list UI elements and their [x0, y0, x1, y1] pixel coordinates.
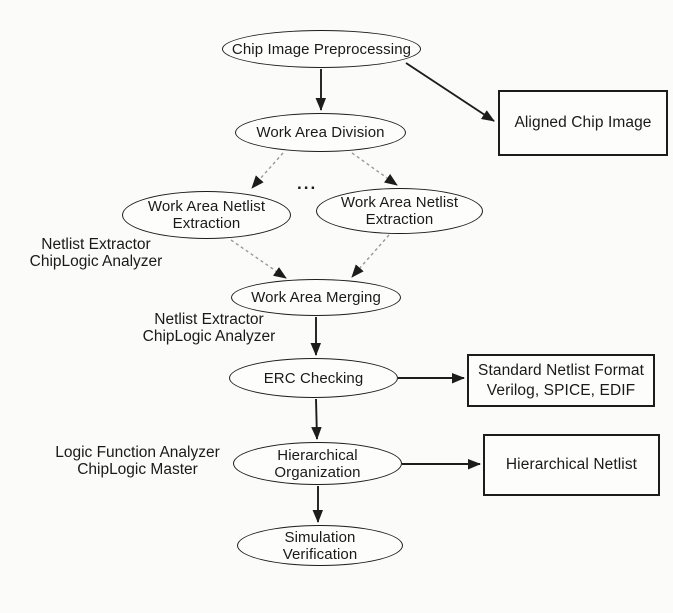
- node-label: Chip Image Preprocessing: [231, 40, 412, 58]
- annotation-logic-function-analyzer: Logic Function Analyzer ChipLogic Master: [45, 444, 230, 478]
- node-label: Aligned Chip Image: [514, 114, 652, 131]
- ellipsis-label: ...: [297, 174, 318, 193]
- node-work-area-netlist-extraction-2: Work Area Netlist Extraction: [316, 188, 483, 234]
- node-label: Hierarchical Netlist: [505, 456, 638, 473]
- annotation-line1: Logic Function Analyzer: [55, 444, 220, 461]
- arrow-preprocessing-to-aligned-image: [405, 62, 495, 122]
- arrow-extraction-1-to-merging: [230, 239, 287, 279]
- node-hierarchical-netlist: Hierarchical Netlist: [483, 434, 660, 496]
- node-hierarchical-organization: Hierarchical Organization: [233, 442, 402, 485]
- annotation-netlist-extractor-2: Netlist Extractor ChipLogic Analyzer: [120, 311, 298, 345]
- node-label-line2: Extraction: [172, 215, 241, 232]
- node-erc-checking: ERC Checking: [229, 358, 398, 398]
- annotation-line1: Netlist Extractor: [41, 236, 151, 253]
- node-work-area-netlist-extraction-1: Work Area Netlist Extraction: [122, 191, 291, 239]
- node-label-line2: Verilog, SPICE, EDIF: [486, 381, 636, 399]
- node-label: Work Area Division: [256, 124, 385, 141]
- node-standard-netlist-format: Standard Netlist Format Verilog, SPICE, …: [467, 354, 655, 407]
- node-label-line1: Simulation: [284, 528, 356, 546]
- annotation-line2: ChipLogic Master: [77, 460, 198, 478]
- annotation-line2: ChipLogic Analyzer: [29, 252, 163, 270]
- node-label-line2: Verification: [282, 545, 358, 563]
- arrow-division-to-extraction-1: [251, 152, 284, 189]
- node-label-line1: Hierarchical: [277, 446, 358, 464]
- node-label: ERC Checking: [263, 369, 364, 387]
- node-label: Work Area Merging: [251, 289, 381, 306]
- node-chip-image-preprocessing: Chip Image Preprocessing: [222, 30, 421, 68]
- node-label-line2: Organization: [274, 463, 361, 481]
- annotation-netlist-extractor-1: Netlist Extractor ChipLogic Analyzer: [10, 236, 182, 270]
- arrow-division-to-extraction-2: [351, 152, 398, 186]
- node-label-line2: Extraction: [365, 211, 434, 228]
- node-simulation-verification: Simulation Verification: [237, 525, 403, 566]
- node-aligned-chip-image: Aligned Chip Image: [498, 90, 668, 156]
- arrow-erc-to-hierarchical-org: [311, 398, 322, 440]
- annotation-line2: ChipLogic Analyzer: [142, 327, 276, 345]
- annotation-line1: Netlist Extractor: [154, 311, 264, 328]
- node-work-area-division: Work Area Division: [235, 113, 406, 152]
- node-label-line1: Work Area Netlist: [147, 198, 266, 215]
- node-work-area-merging: Work Area Merging: [231, 279, 401, 316]
- node-label-line1: Standard Netlist Format: [478, 361, 644, 379]
- node-label-line1: Work Area Netlist: [340, 194, 459, 211]
- arrow-extraction-2-to-merging: [351, 234, 390, 278]
